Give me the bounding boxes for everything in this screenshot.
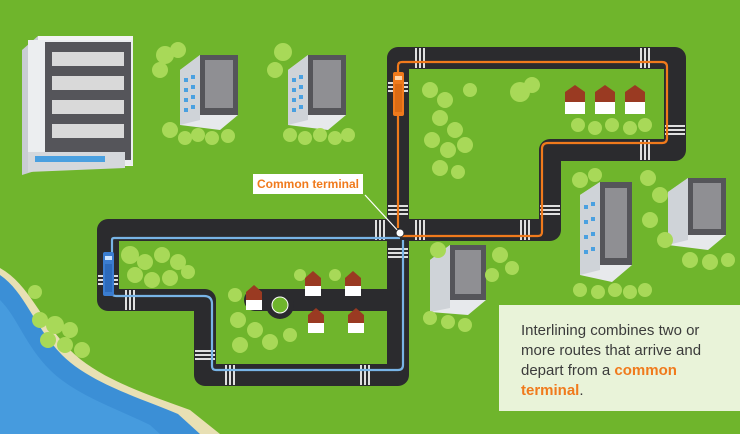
trees xyxy=(28,42,735,358)
apartment-building xyxy=(288,55,346,130)
info-highlight: common terminal xyxy=(521,362,677,399)
common-terminal-callout: Common terminal xyxy=(253,174,363,194)
orange-bus-icon xyxy=(393,72,404,116)
blue-bus-icon xyxy=(103,252,114,296)
info-text: Interlining combines two or more routes … xyxy=(521,322,702,379)
house xyxy=(565,85,585,114)
callout-label: Common terminal xyxy=(256,177,359,191)
terminal-stop-icon xyxy=(395,228,405,238)
apartment-building xyxy=(668,178,726,250)
north-loop-road xyxy=(387,47,686,241)
info-panel: Interlining combines two or more routes … xyxy=(499,305,740,411)
south-loop-road xyxy=(97,219,409,386)
house xyxy=(246,285,262,310)
apartment-building xyxy=(180,55,238,130)
office-building-large xyxy=(22,36,133,175)
callout-pointer xyxy=(364,194,401,234)
blue-route-line xyxy=(110,236,405,372)
info-text-end: . xyxy=(579,382,584,399)
house xyxy=(308,308,324,333)
house xyxy=(595,85,615,114)
house xyxy=(345,271,361,296)
roundabout-icon xyxy=(266,291,294,319)
apartment-building xyxy=(580,182,632,282)
apartment-building xyxy=(430,245,486,315)
house xyxy=(348,308,364,333)
crosswalks xyxy=(98,48,685,385)
house xyxy=(305,271,321,296)
lake xyxy=(0,268,220,434)
house xyxy=(625,85,645,114)
orange-route-line xyxy=(396,60,669,238)
